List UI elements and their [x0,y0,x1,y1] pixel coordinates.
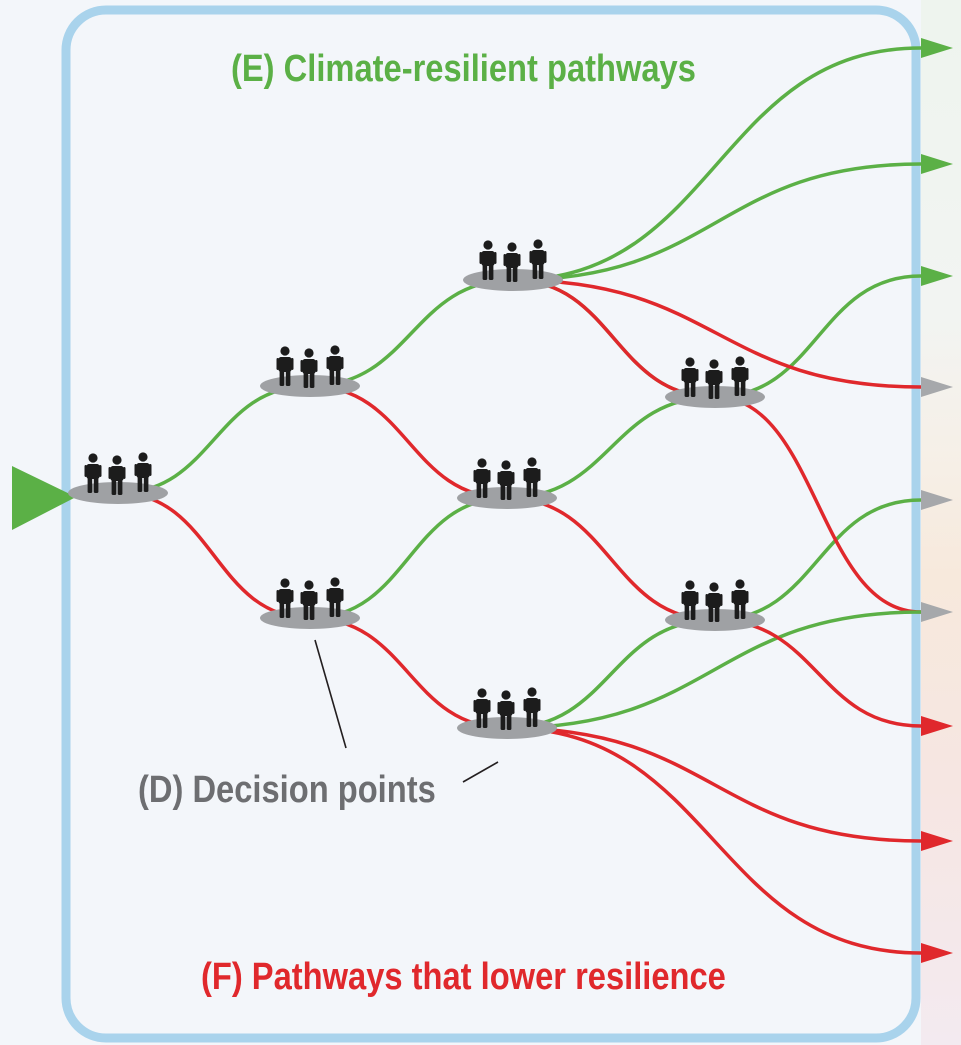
pathway-green-md-dd [506,618,716,730]
outcome-pathway-red [714,395,922,614]
person-icon [326,345,344,385]
person-icon [705,359,723,399]
decision-point-mu [665,356,765,408]
lower-resilience-pathways-label: (F) Pathways that lower resilience [201,956,726,998]
outcome-pathway-green [512,162,922,282]
person-icon [300,580,318,620]
pathway-green-m-mu [506,395,716,500]
person-icon [731,579,749,619]
outcome-pathway-red [512,278,922,389]
person-icon [473,458,491,498]
outcome-pathway-red [506,726,922,955]
red-outcome-arrow-icon [921,716,953,736]
decision-point-u1 [260,345,360,397]
green-outcome-arrow-icon [921,38,953,58]
outcome-pathway-green [512,46,922,282]
gray-outcome-arrow-icon [921,490,953,510]
outcome-pathway-green [506,610,922,730]
decision-point-leader-line [462,761,499,783]
person-icon [523,457,541,497]
decision-point-start [68,452,168,504]
person-icon [497,460,515,500]
gray-outcome-arrow-icon [921,377,953,397]
climate-resilient-pathways-label: (E) Climate-resilient pathways [231,48,696,90]
person-icon [108,455,126,495]
outcome-pathway-red [714,618,922,728]
person-icon [681,357,699,397]
right-edge-gradient [921,0,961,1045]
person-icon [84,453,102,493]
decision-point-md [665,579,765,631]
person-icon [705,582,723,622]
decision-point-uu [463,239,563,291]
decision-point-m [457,457,557,509]
person-icon [529,239,547,279]
decision-points-label: (D) Decision points [138,769,436,811]
green-outcome-arrow-icon [921,154,953,174]
person-icon [473,688,491,728]
person-icon [276,346,294,386]
outcome-arrows [921,38,953,963]
person-icon [503,242,521,282]
red-outcome-arrow-icon [921,943,953,963]
diagram-frame [61,5,921,1043]
person-icon [731,356,749,396]
person-icon [479,240,497,280]
person-icon [300,348,318,388]
start-arrow-icon [12,466,76,530]
red-outcome-arrow-icon [921,831,953,851]
person-icon [134,452,152,492]
green-outcome-arrow-icon [921,266,953,286]
person-icon [523,687,541,727]
person-icon [681,580,699,620]
person-icon [497,690,515,730]
decision-point-d1 [260,577,360,629]
gray-outcome-arrow-icon [921,602,953,622]
decision-nodes [68,239,765,739]
person-icon [276,578,294,618]
decision-point-leader-line [314,639,347,749]
person-icon [326,577,344,617]
outcome-pathway-red [506,726,922,843]
decision-point-dd [457,687,557,739]
